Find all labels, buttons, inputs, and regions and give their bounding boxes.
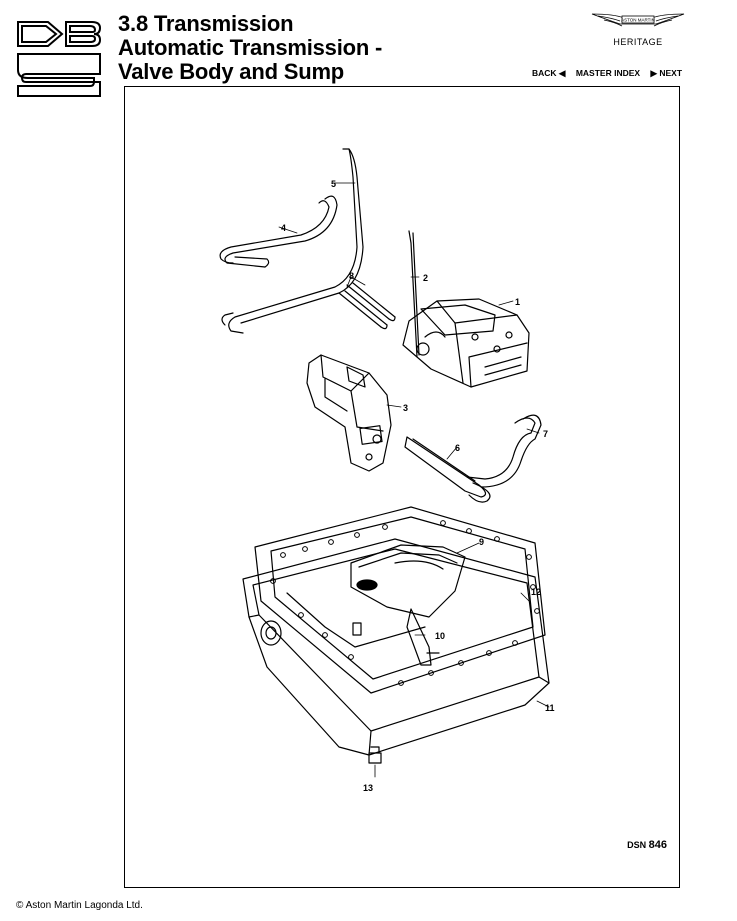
part-10-bracket <box>406 608 440 666</box>
part-12-gasket <box>254 506 546 694</box>
callout-11: 11 <box>545 703 555 713</box>
callout-3: 3 <box>403 403 408 413</box>
dbs-logo <box>17 21 102 97</box>
heritage-label: HERITAGE <box>613 37 663 47</box>
callout-8: 8 <box>349 271 354 281</box>
nav-bar: BACK ◀ MASTER INDEX ▶ NEXT <box>532 68 690 79</box>
part-2-rod <box>408 230 420 358</box>
aston-martin-wings-logo: ASTON MARTIN <box>591 13 685 27</box>
part-7-pipe <box>466 414 542 488</box>
callout-5: 5 <box>331 179 336 189</box>
part-13-drain-plug <box>368 746 382 764</box>
back-link[interactable]: BACK ◀ <box>532 68 566 78</box>
copyright-text: © Aston Martin Lagonda Ltd. <box>16 900 143 911</box>
title-line-3: Valve Body and Sump <box>118 59 345 84</box>
dsn-prefix: DSN <box>627 840 647 850</box>
master-index-link[interactable]: MASTER INDEX <box>575 68 641 78</box>
dsn-number: 846 <box>648 839 667 851</box>
part-5-tube <box>221 148 364 334</box>
gasket-holes <box>270 520 540 686</box>
part-9-filter <box>350 544 466 618</box>
callout-10: 10 <box>435 631 445 641</box>
callout-13: 13 <box>363 783 373 793</box>
exploded-diagram: 1 2 3 4 5 6 7 8 9 10 11 12 13 <box>219 148 555 793</box>
part-3-governor <box>306 354 392 472</box>
diagram-frame: 1 2 3 4 5 6 7 8 9 10 11 12 13 DSN 846 <box>124 86 680 888</box>
part-4-tube <box>219 195 338 268</box>
drawing-number: DSN 846 <box>627 839 667 851</box>
next-link[interactable]: ▶ NEXT <box>650 68 683 78</box>
callout-labels: 1 2 3 4 5 6 7 8 9 10 11 12 13 <box>281 179 555 793</box>
page-title: 3.8 Transmission Automatic Transmission … <box>118 12 382 84</box>
part-8-pins <box>338 282 396 330</box>
part-11-sump-pan <box>242 538 550 756</box>
callout-2: 2 <box>423 273 428 283</box>
callout-4: 4 <box>281 223 286 233</box>
callout-9: 9 <box>479 537 484 547</box>
part-1-valve-body <box>402 298 530 388</box>
callout-1: 1 <box>515 297 520 307</box>
leader-lines <box>278 182 550 778</box>
title-line-1: 3.8 Transmission <box>118 11 294 36</box>
title-line-2: Automatic Transmission - <box>118 35 383 60</box>
badge-text: ASTON MARTIN <box>621 18 655 23</box>
part-6-pipe <box>404 436 491 503</box>
callout-7: 7 <box>543 429 548 439</box>
callout-6: 6 <box>455 443 460 453</box>
aston-martin-brand: ASTON MARTIN HERITAGE <box>588 10 688 47</box>
callout-12: 12 <box>531 587 541 597</box>
